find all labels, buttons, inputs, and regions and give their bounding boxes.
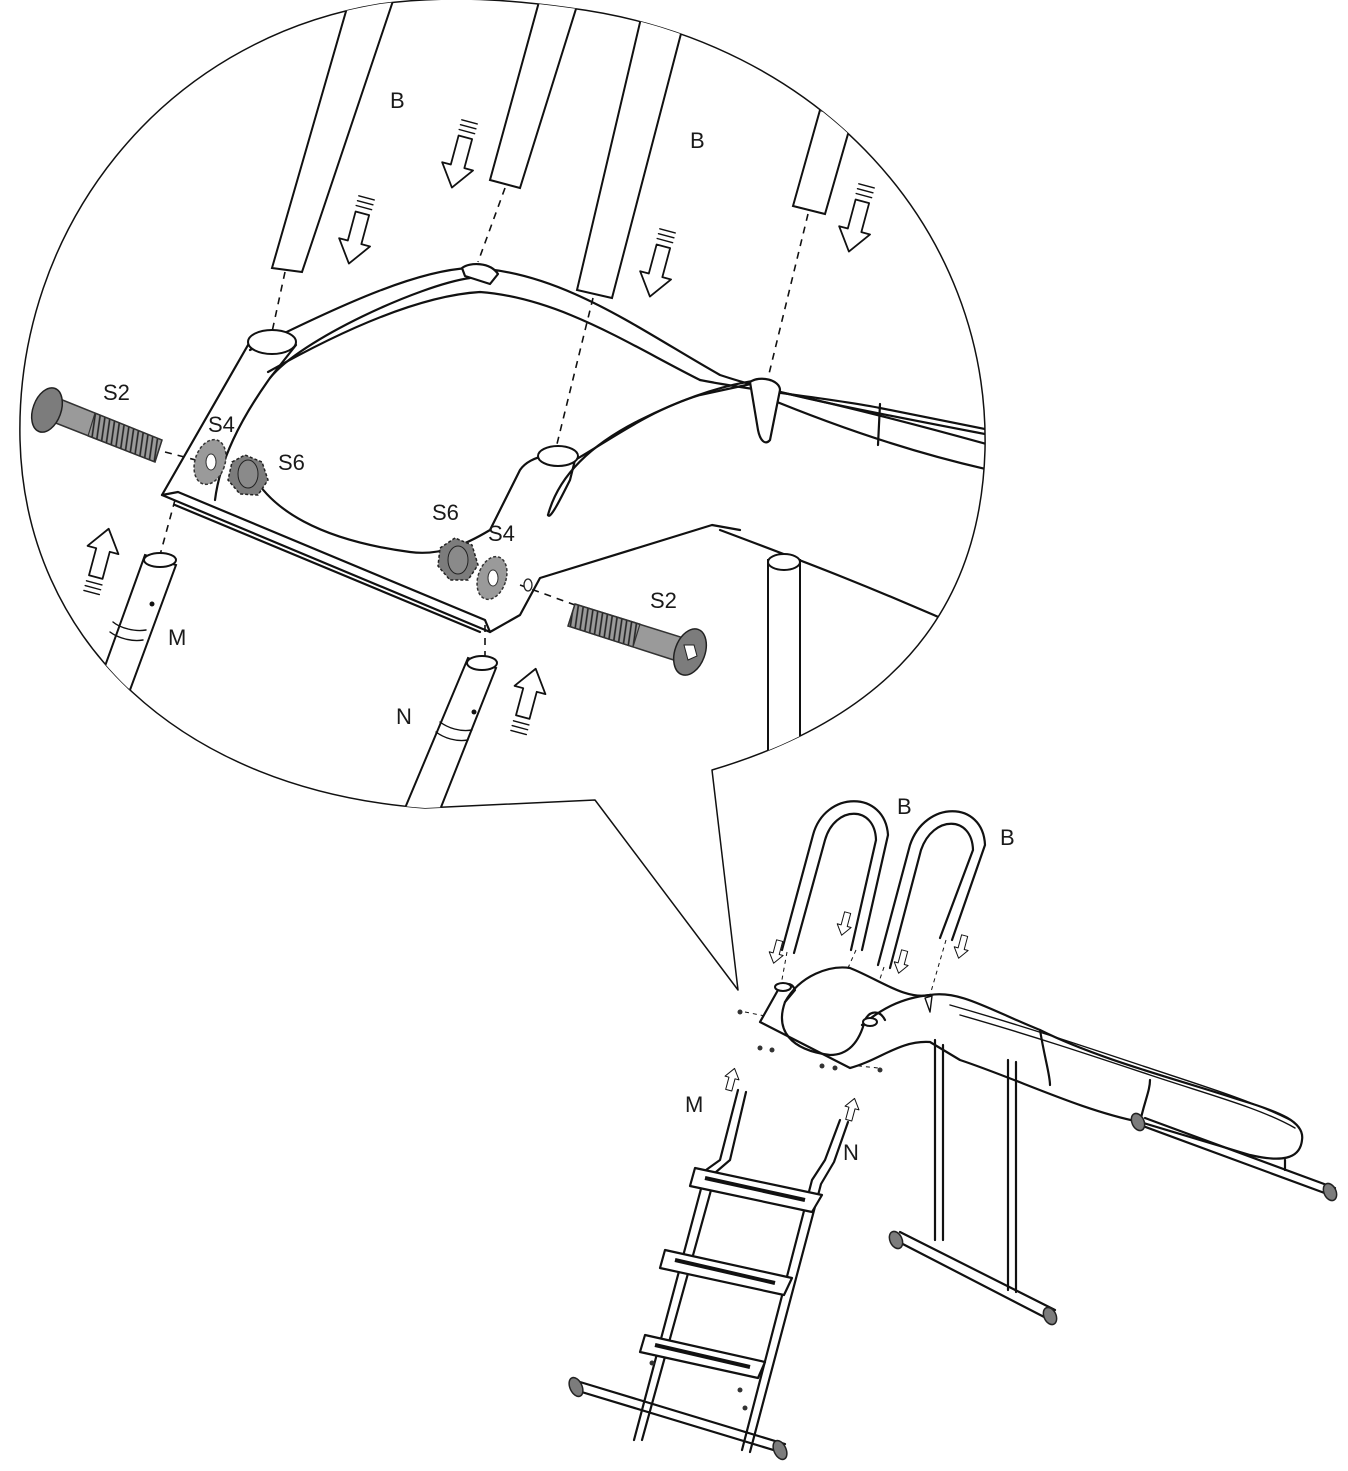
slide-body-detail (248, 266, 986, 761)
nut-s6-right (437, 537, 479, 581)
bolt-s2-right (567, 603, 708, 676)
insert-arrows-overview (724, 911, 969, 1122)
handle-b-overview (744, 800, 987, 1069)
leg-tubes-detail (98, 552, 498, 832)
detail-view (30, 0, 986, 832)
label-bolt-s2-right: S2 (650, 588, 677, 613)
bolt-s2-left (30, 387, 163, 463)
label-nut-s6-left: S6 (278, 450, 305, 475)
nut-s6-left (227, 454, 269, 496)
label-leg-n-overview: N (843, 1140, 859, 1165)
slide-supports-overview (888, 1038, 1338, 1326)
washer-s4-left (193, 438, 227, 486)
label-tube-b-right: B (690, 128, 705, 153)
ladder-overview (568, 1088, 850, 1461)
callout-outline (19, 0, 986, 991)
detail-labels: B B S2 S4 S6 S6 S4 S2 M N (103, 88, 705, 729)
label-nut-s6-right: S6 (432, 500, 459, 525)
slide-overview (737, 966, 1304, 1160)
label-bolt-s2-left: S2 (103, 380, 130, 405)
label-washer-s4-right: S4 (488, 521, 515, 546)
frame-bracket (160, 262, 782, 634)
label-handle-b-right: B (1000, 825, 1015, 850)
insert-arrows-detail (83, 119, 875, 736)
label-tube-b-left: B (390, 88, 405, 113)
label-leg-m-overview: M (685, 1092, 703, 1117)
washer-s4-right (476, 555, 533, 601)
detail-callout (19, 0, 986, 991)
label-handle-b-left: B (897, 794, 912, 819)
label-leg-n: N (396, 704, 412, 729)
tube-b-detail (270, 0, 854, 300)
overview-assembly: B B M N (568, 794, 1338, 1461)
label-washer-s4-left: S4 (208, 412, 235, 437)
label-leg-m: M (168, 625, 186, 650)
